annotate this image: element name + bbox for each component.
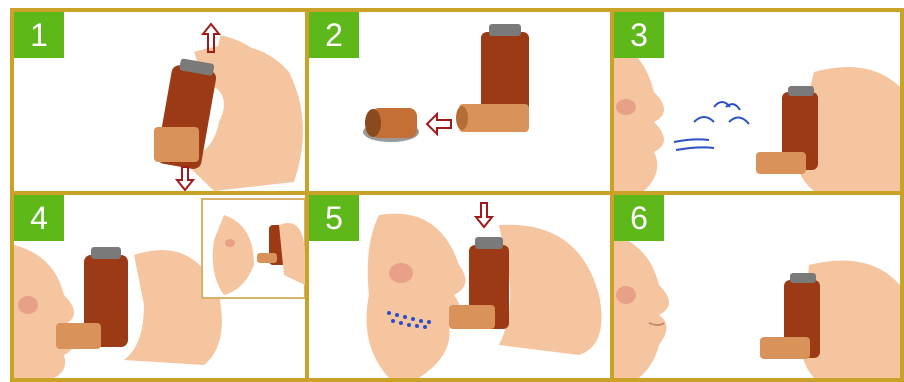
step-4-number: 4 xyxy=(14,195,64,241)
step-6-number: 6 xyxy=(614,195,664,241)
left-arrow-icon xyxy=(427,114,451,134)
step-5-number: 5 xyxy=(309,195,359,241)
step-3-panel: 3 xyxy=(610,8,904,195)
down-arrow-icon xyxy=(177,167,193,190)
step-2-panel: 2 xyxy=(305,8,614,195)
step-5-panel: 5 xyxy=(305,191,614,382)
step-4-panel: 4 xyxy=(10,191,309,382)
step-2-number: 2 xyxy=(309,12,359,58)
exhaled-breath-icon xyxy=(674,102,749,150)
step-1-panel: 1 xyxy=(10,8,309,195)
step-1-number: 1 xyxy=(14,12,64,58)
step-3-number: 3 xyxy=(614,12,664,58)
press-down-arrow-icon xyxy=(476,203,492,227)
step-6-panel: 6 xyxy=(610,191,904,382)
inset-spacer-view xyxy=(202,199,305,298)
